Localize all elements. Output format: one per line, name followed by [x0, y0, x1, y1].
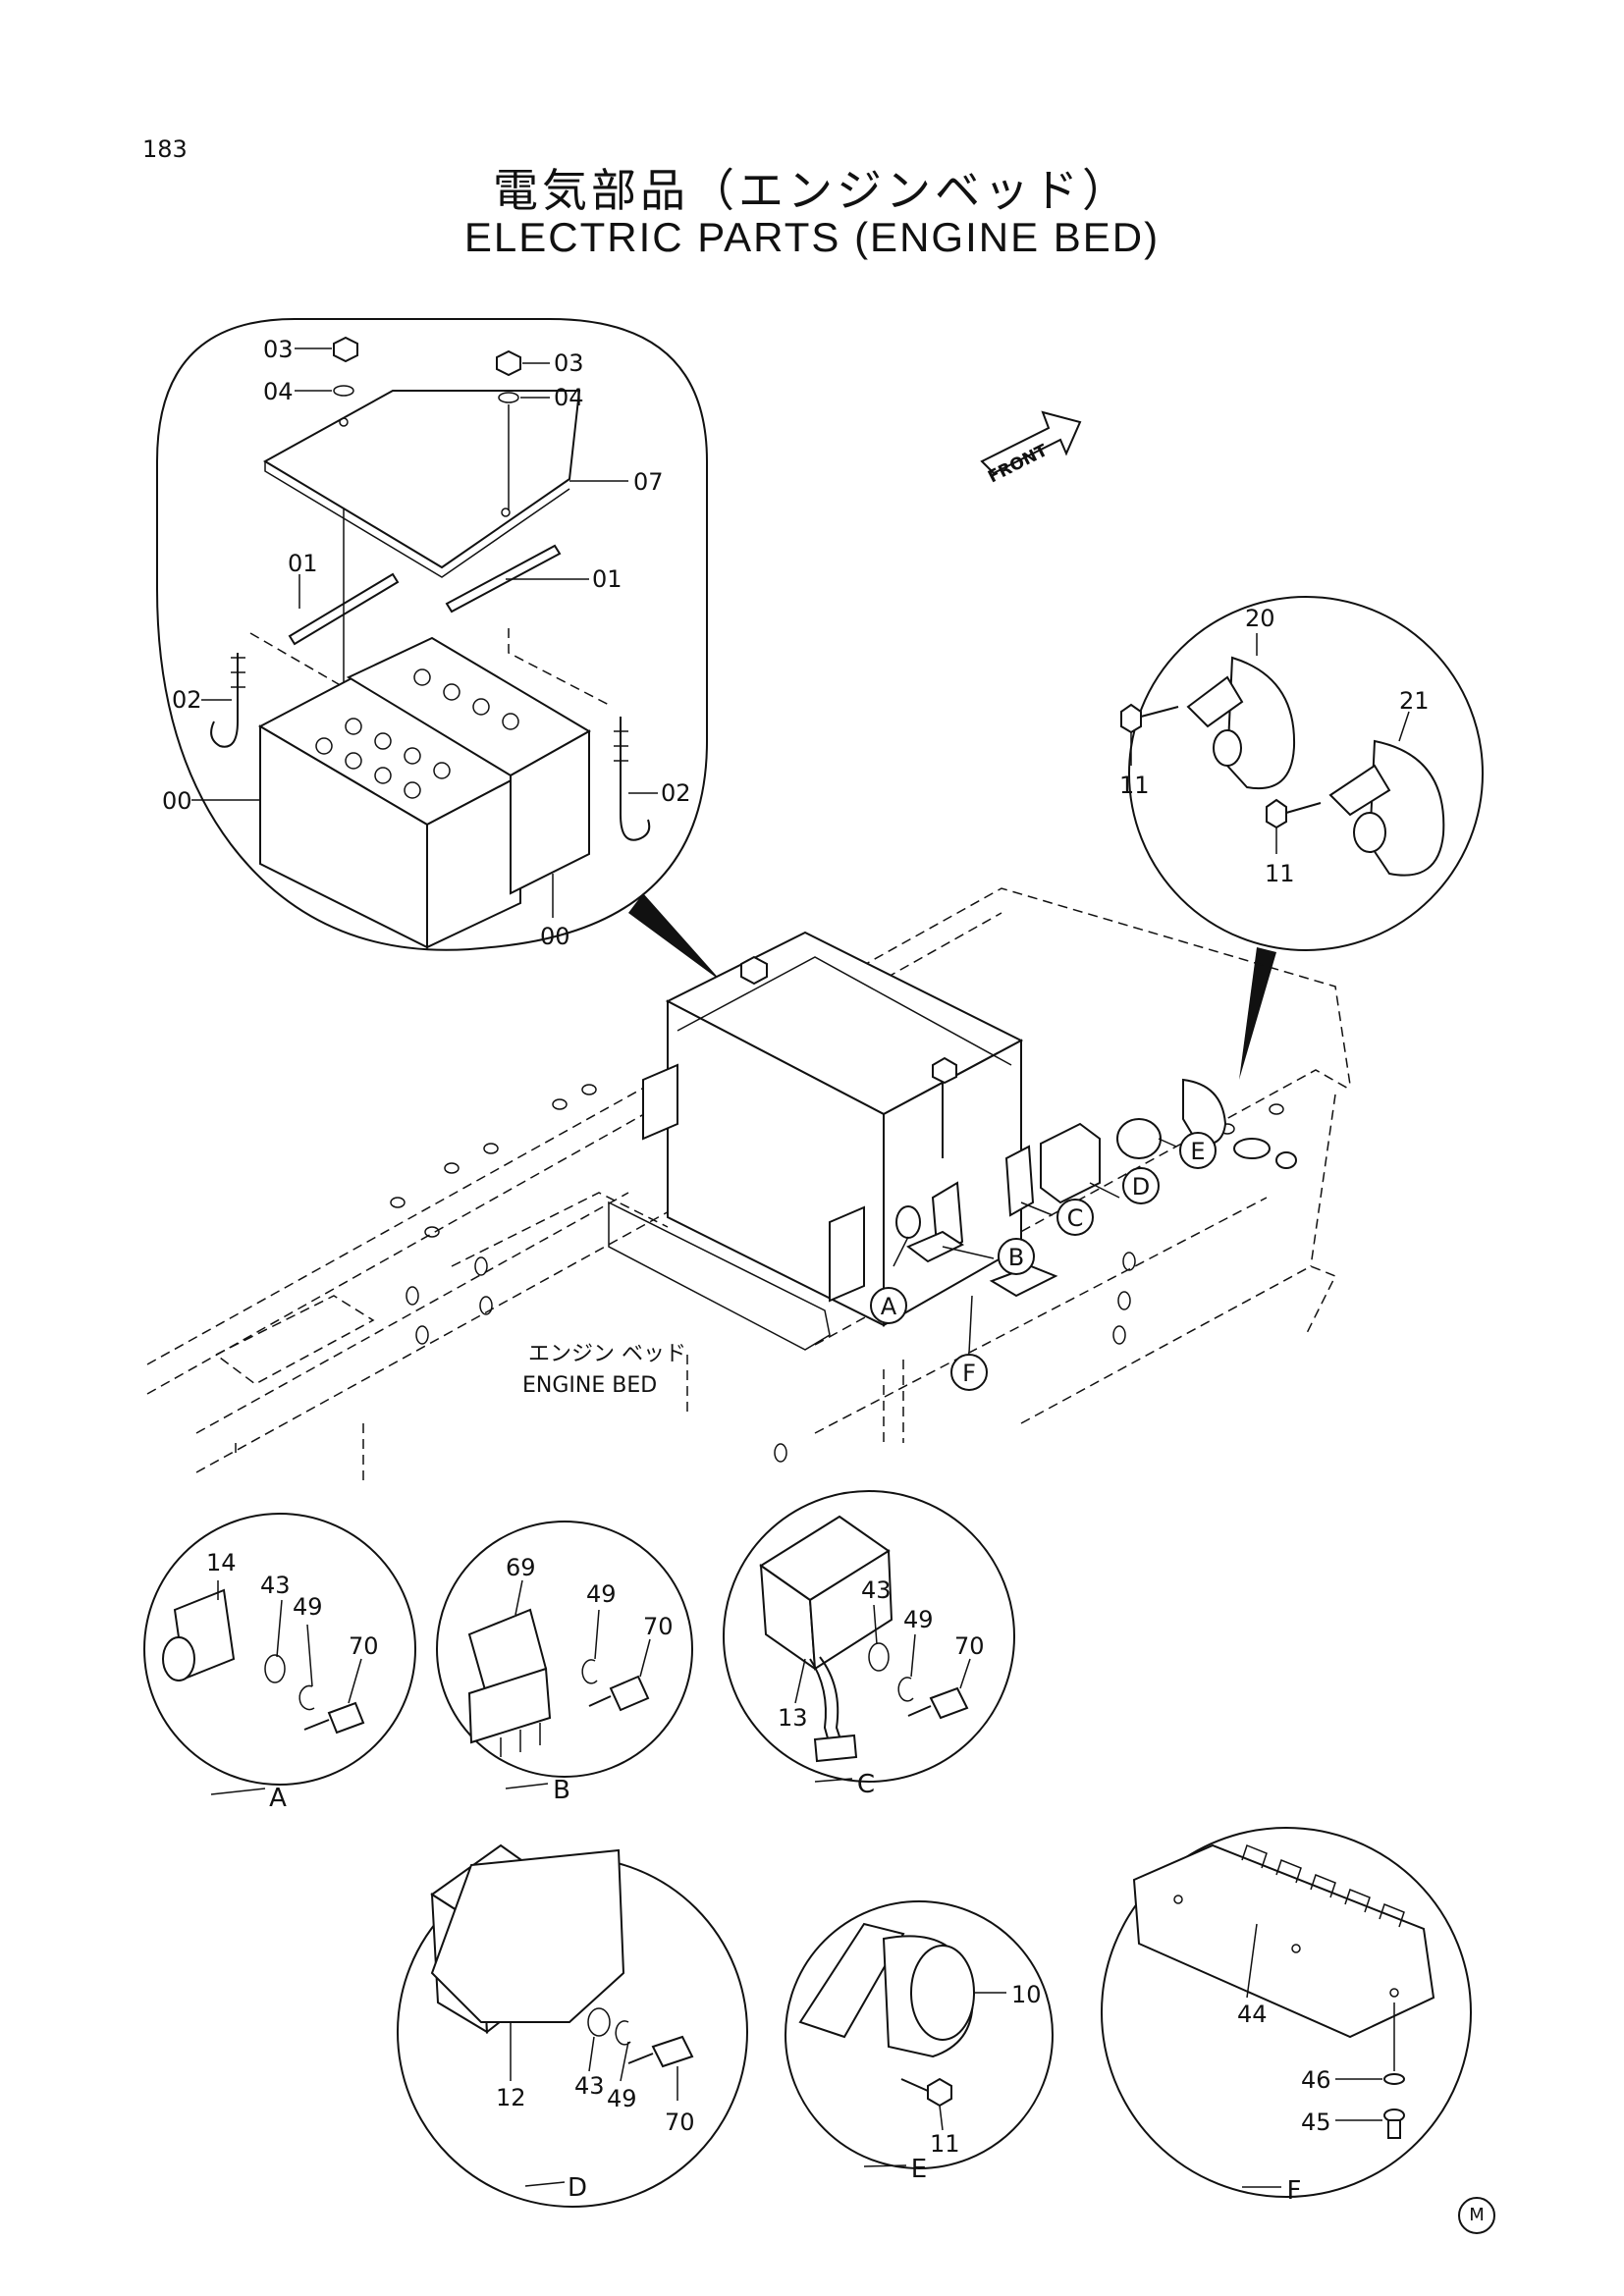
- callout-washer-right: 04: [554, 384, 584, 411]
- svg-text:A: A: [881, 1293, 897, 1320]
- horn-bolts: [1120, 703, 1322, 854]
- engine-bed-frame: [146, 887, 1351, 1482]
- callout-bolt-11-b: 11: [1265, 860, 1295, 887]
- horn-20: [1186, 633, 1296, 790]
- battery-nut-washer-right: [496, 349, 550, 510]
- front-direction-arrow: FRONT: [980, 410, 1082, 487]
- hold-down-bars: [249, 508, 610, 706]
- detail-b-callout-70: 70: [643, 1613, 674, 1640]
- detail-d-callout-43: 43: [574, 2072, 605, 2100]
- detail-f-callout-46: 46: [1301, 2066, 1331, 2094]
- corner-mark: M: [1458, 2197, 1495, 2234]
- callout-nut-left: 03: [263, 336, 294, 363]
- callout-nut-right: 03: [554, 349, 584, 377]
- battery-detail-bubble: [156, 318, 722, 982]
- detail-c-letter: C: [857, 1770, 875, 1799]
- callout-horn-20: 20: [1245, 605, 1275, 632]
- marker-e: E: [1179, 1132, 1217, 1169]
- detail-c-callout-70: 70: [954, 1632, 985, 1660]
- detail-d: 12 43 49 70 D: [397, 1843, 748, 2208]
- detail-f-letter: F: [1287, 2176, 1302, 2206]
- detail-b: 69 49 70 B: [436, 1521, 693, 1805]
- battery-right: [346, 636, 591, 918]
- callout-bar-right: 01: [592, 565, 623, 593]
- callout-cover: 07: [633, 468, 664, 496]
- component-pointers: [893, 1138, 1177, 1354]
- detail-f-callout-44: 44: [1237, 2001, 1268, 2028]
- detail-a-callout-14: 14: [206, 1549, 237, 1576]
- marker-f: F: [950, 1354, 988, 1391]
- battery-rods: [201, 653, 658, 841]
- detail-c: 43 49 70 13 C: [723, 1490, 1015, 1799]
- engine-bed-label-jp: エンジン ベッド: [528, 1342, 686, 1366]
- callout-horn-21: 21: [1399, 687, 1430, 715]
- callout-bar-left: 01: [288, 550, 318, 577]
- battery-left: [191, 675, 523, 949]
- detail-c-callout-49: 49: [903, 1606, 934, 1633]
- marker-a: A: [870, 1287, 907, 1324]
- detail-f: 44 46 45 F: [1101, 1827, 1472, 2206]
- marker-c: C: [1056, 1199, 1094, 1236]
- detail-e: 10 11 E: [785, 1900, 1054, 2184]
- detail-b-callout-69: 69: [506, 1554, 536, 1581]
- callout-battery-left: 00: [162, 787, 192, 815]
- svg-text:C: C: [1067, 1204, 1084, 1232]
- svg-text:B: B: [1008, 1244, 1024, 1271]
- callout-rod-left: 02: [172, 686, 202, 714]
- svg-text:D: D: [1132, 1173, 1150, 1201]
- detail-a-letter: A: [269, 1784, 287, 1813]
- battery-box: [608, 931, 1024, 1351]
- detail-a: 14 43 49 70 A: [143, 1513, 416, 1813]
- detail-d-letter: D: [568, 2173, 587, 2203]
- callout-rod-right: 02: [661, 779, 691, 807]
- detail-d-callout-12: 12: [496, 2084, 526, 2111]
- horn-21: [1328, 711, 1445, 877]
- page-title-japanese: 電気部品（エンジンベッド）: [493, 164, 1131, 217]
- callout-bolt-11-a: 11: [1119, 772, 1150, 799]
- detail-a-callout-43: 43: [260, 1572, 291, 1599]
- detail-c-callout-43: 43: [861, 1576, 892, 1604]
- detail-a-callout-70: 70: [349, 1632, 379, 1660]
- detail-d-callout-49: 49: [607, 2085, 637, 2112]
- detail-a-callout-49: 49: [293, 1593, 323, 1621]
- callout-battery-right: 00: [540, 923, 570, 950]
- marker-d: D: [1122, 1167, 1160, 1204]
- detail-f-callout-45: 45: [1301, 2109, 1331, 2136]
- page-number: 183: [142, 135, 188, 163]
- detail-d-callout-70: 70: [665, 2109, 695, 2136]
- horn-detail-bubble: [1128, 596, 1484, 1080]
- svg-text:E: E: [1190, 1138, 1205, 1165]
- detail-e-callout-11: 11: [930, 2130, 960, 2158]
- callout-washer-left: 04: [263, 378, 294, 405]
- detail-c-callout-13: 13: [778, 1704, 808, 1732]
- battery-cover: [262, 390, 581, 578]
- page-title-english: ELECTRIC PARTS (ENGINE BED): [463, 214, 1161, 260]
- detail-e-callout-10: 10: [1011, 1981, 1042, 2008]
- detail-b-letter: B: [553, 1776, 570, 1805]
- installed-components: [895, 1078, 1297, 1298]
- detail-b-callout-49: 49: [586, 1580, 617, 1608]
- engine-bed-label-en: ENGINE BED: [522, 1373, 657, 1398]
- battery-nut-washer-left: [295, 336, 358, 397]
- detail-e-letter: E: [911, 2155, 927, 2184]
- marker-b: B: [998, 1238, 1035, 1275]
- frame-holes: [390, 1084, 1284, 1463]
- svg-text:F: F: [962, 1360, 976, 1387]
